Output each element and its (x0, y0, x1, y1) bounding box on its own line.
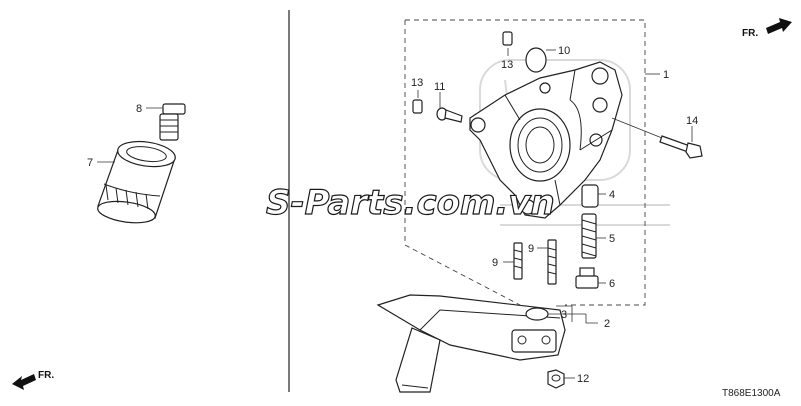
callout-4: 4 (609, 189, 615, 201)
flange-nut[interactable] (547, 369, 565, 389)
relief-valve-collar[interactable] (581, 184, 599, 208)
oil-filter[interactable] (96, 138, 176, 226)
callout-13-left: 13 (411, 77, 423, 89)
strainer-o-ring[interactable] (525, 307, 549, 321)
oil-pump-body[interactable] (469, 61, 623, 219)
callout-6: 6 (609, 278, 615, 290)
callout-3: 3 (561, 309, 567, 321)
callout-12: 12 (577, 373, 589, 385)
catalog-code: T868E1300A (722, 388, 781, 399)
callout-2: 2 (604, 318, 610, 330)
relief-valve-spring[interactable] (581, 213, 597, 259)
callout-5: 5 (609, 233, 615, 245)
stud-bolt-right[interactable] (547, 239, 557, 285)
o-ring[interactable] (525, 47, 547, 73)
assembly-boundary (404, 19, 646, 306)
callout-1: 1 (663, 69, 669, 81)
callout-8: 8 (136, 103, 142, 115)
callout-11: 11 (434, 81, 445, 93)
dowel-pin-left[interactable] (412, 99, 423, 114)
callout-13-upper: 13 (501, 59, 513, 71)
callout-10: 10 (558, 45, 570, 57)
svg-text:FR.: FR. (742, 28, 758, 39)
callout-9-left: 9 (492, 257, 498, 269)
dowel-pin-upper[interactable] (502, 31, 513, 46)
callout-9-right: 9 (528, 243, 534, 255)
flange-bolt-11[interactable] (436, 107, 463, 123)
oil-filter-bolt[interactable] (159, 103, 186, 141)
callout-14: 14 (686, 115, 698, 127)
relief-valve-plug[interactable] (575, 267, 599, 289)
callout-7: 7 (87, 157, 93, 169)
svg-text:FR.: FR. (38, 370, 54, 381)
flange-bolt-14[interactable] (659, 135, 703, 159)
stud-bolt-left[interactable] (513, 242, 523, 280)
watermark: S-Parts.com.vn (266, 183, 555, 223)
fr-direction-arrow-left: FR. (12, 370, 54, 390)
fr-direction-arrow-right: FR. (742, 18, 792, 39)
oil-strainer[interactable] (376, 294, 566, 393)
